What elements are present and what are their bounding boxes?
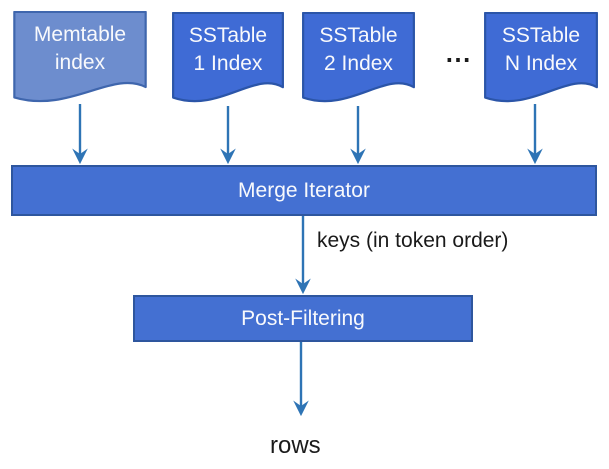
- document-shape: [13, 11, 147, 106]
- node-label-line1: SSTable: [319, 24, 398, 47]
- sstable-2-index-label: SSTable 2 Index: [302, 22, 415, 78]
- node-label-line1: SSTable: [188, 24, 268, 47]
- rows-output-label: rows: [270, 432, 321, 459]
- post-filtering-node: Post-Filtering: [133, 295, 473, 342]
- node-label-line2: index: [54, 51, 106, 74]
- node-label-line2: 1 Index: [193, 52, 263, 75]
- sstable-1-index-node: SSTable 1 Index: [172, 12, 284, 106]
- node-label-line1: Memtable: [33, 23, 127, 46]
- merge-iterator-node: Merge Iterator: [11, 165, 597, 216]
- sstable-n-index-node: SSTable N Index: [484, 12, 598, 106]
- node-label-line1: SSTable: [501, 24, 581, 47]
- node-label-line2: N Index: [504, 52, 578, 75]
- node-label-line2: 2 Index: [324, 52, 393, 75]
- memtable-index-node: Memtable index: [13, 11, 147, 106]
- keys-edge-label: keys (in token order): [317, 229, 509, 252]
- memtable-index-label: Memtable index: [13, 21, 147, 77]
- ellipsis-label: ⋯: [445, 44, 473, 74]
- merge-iterator-label: Merge Iterator: [238, 178, 370, 202]
- sstable-n-index-label: SSTable N Index: [484, 22, 598, 78]
- sstable-2-index-node: SSTable 2 Index: [302, 12, 415, 106]
- post-filtering-label: Post-Filtering: [241, 306, 365, 330]
- document-shape: [484, 12, 598, 106]
- document-shape: [302, 12, 415, 106]
- sstable-1-index-label: SSTable 1 Index: [172, 22, 284, 78]
- document-shape: [172, 12, 284, 106]
